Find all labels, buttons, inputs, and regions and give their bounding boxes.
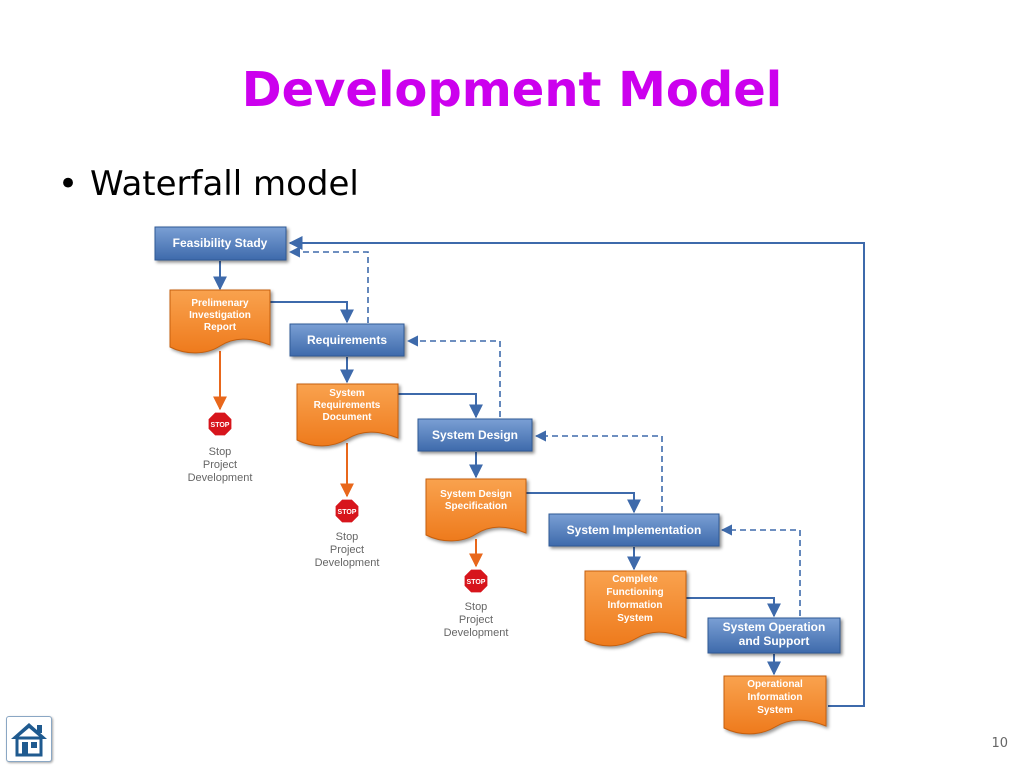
connector-report-to-requirements — [270, 301, 354, 324]
stop-label-line: Development — [315, 557, 380, 569]
document-label-line: Specification — [445, 501, 507, 512]
feedback-design-to-requirements — [406, 335, 501, 417]
stop-sign-text: STOP — [338, 509, 357, 516]
document-label-line: System Design — [440, 489, 512, 500]
phase-label: Requirements — [307, 333, 387, 347]
slide-title: Development Model — [241, 62, 783, 118]
document-label-line: Information — [608, 600, 663, 611]
stop-label-line: Stop — [336, 531, 359, 543]
document-label-line: Requirements — [314, 400, 381, 411]
phase-box — [289, 323, 405, 357]
phase-box — [154, 226, 287, 261]
stop-label-line: Development — [444, 627, 509, 639]
phase-box — [417, 418, 533, 452]
document-label-line: Prelimenary — [191, 298, 249, 309]
stop-arrows — [213, 351, 483, 568]
connector-system-to-operation — [686, 597, 781, 618]
document-label-line: Document — [323, 412, 373, 423]
phase-implementation: System Implementation — [548, 513, 720, 547]
connector-specification-to-implementation — [526, 492, 641, 514]
document-label-line: System — [617, 613, 653, 624]
phase-design: System Design — [417, 418, 533, 452]
bullet-text: Waterfall model — [90, 164, 359, 204]
document-shape — [425, 478, 527, 542]
feedback-operation-to-implementation — [720, 524, 801, 616]
document-shape — [584, 570, 687, 647]
phase-feasibility: Feasibility Stady — [154, 226, 287, 261]
phase-label-line: System Operation — [723, 620, 826, 634]
stop-label-line: Stop — [465, 601, 488, 613]
phase-label-line: System Design — [432, 428, 518, 442]
feedback-requirements-to-feasibility — [288, 246, 369, 323]
document-shape — [169, 289, 271, 354]
document-label-line: Information — [748, 692, 803, 703]
document-shape — [723, 675, 827, 735]
phase-label: System Implementation — [567, 523, 702, 537]
phase-label-line: Feasibility Stady — [173, 236, 268, 250]
home-icon — [11, 723, 47, 757]
phase-label-line: and Support — [739, 634, 810, 648]
stop-label-line: Project — [203, 459, 237, 471]
bullet-item: • Waterfall model — [58, 164, 359, 204]
home-button[interactable] — [6, 716, 52, 762]
document-label-line: Complete — [612, 574, 658, 585]
flow-connectors — [213, 236, 865, 707]
phase-label-line: Requirements — [307, 333, 387, 347]
phase-label-line: System Implementation — [567, 523, 702, 537]
stop-sign-icon — [334, 498, 360, 524]
stop-label-line: Project — [330, 544, 364, 556]
document-label-line: Operational — [747, 679, 803, 690]
document-shape — [296, 383, 399, 447]
connector-loop-to-feasibility — [288, 236, 865, 707]
document-label-line: System — [329, 388, 365, 399]
phase-box — [548, 513, 720, 547]
document-label-line: Report — [204, 322, 237, 333]
page-number: 10 — [991, 736, 1008, 751]
document-label-line: Functioning — [606, 587, 663, 598]
stop-label-line: Development — [188, 472, 253, 484]
phase-box — [707, 617, 841, 654]
bullet-dot: • — [58, 164, 79, 204]
stop-sign-icon — [207, 411, 233, 437]
feedback-connectors — [288, 246, 801, 616]
phase-requirements: Requirements — [289, 323, 405, 357]
stop-label-line: Stop — [209, 446, 232, 458]
phase-label: Feasibility Stady — [173, 236, 268, 250]
document-label-line: Investigation — [189, 310, 251, 321]
stop-sign-text: STOP — [211, 422, 230, 429]
stop-sign-icon — [463, 568, 489, 594]
phase-label: System Design — [432, 428, 518, 442]
feedback-implementation-to-design — [534, 430, 663, 512]
connector-document-to-design — [398, 393, 483, 419]
stop-label-line: Project — [459, 614, 493, 626]
stop-sign-text: STOP — [467, 579, 486, 586]
document-label-line: System — [757, 705, 793, 716]
